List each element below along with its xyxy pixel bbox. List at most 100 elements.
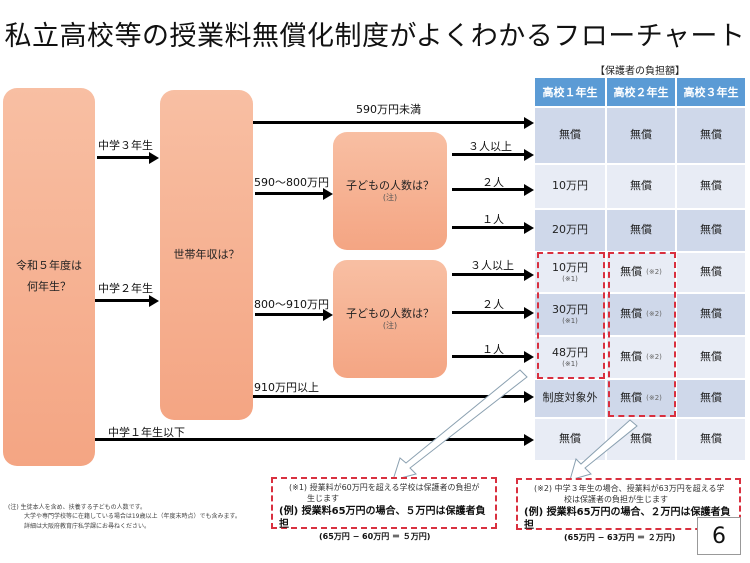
table-cell: 無償(※2) [607, 253, 675, 292]
cell-value: 無償 [620, 265, 643, 279]
edge-label-children-1-b: １人 [482, 343, 504, 356]
note1-text-line1: (※1) 授業料が60万円を超える学校は保護者の負担が [289, 483, 480, 492]
arrowhead-icon [149, 151, 159, 164]
arrowhead-icon [524, 350, 534, 363]
cell-value: 無償 [700, 128, 722, 142]
cell-note: (※2) [646, 353, 662, 362]
income-question-node: 世帯年収は？ [160, 90, 253, 420]
cell-value: 無償 [630, 223, 652, 237]
grade-question-line1: 令和５年度は [16, 259, 82, 273]
table-cell: 無償 [677, 165, 745, 208]
edge-line-children-1-a [452, 226, 525, 229]
edge-line-grade2 [95, 299, 149, 302]
edge-label-children-3plus-a: ３人以上 [468, 140, 512, 153]
cell-value: 無償 [620, 350, 643, 364]
cell-value: 制度対象外 [542, 391, 598, 405]
cell-note: (※1) [562, 316, 578, 325]
cell-value: 無償 [700, 265, 722, 279]
edge-line-income-under-590 [253, 121, 525, 124]
edge-label-children-2-b: ２人 [482, 298, 504, 311]
table-cell: 10万円 [535, 165, 605, 208]
table-cell: 無償(※2) [607, 380, 675, 417]
arrowhead-icon [524, 116, 534, 129]
cell-value: 無償 [700, 179, 722, 193]
cell-value: 無償 [630, 128, 652, 142]
edge-label-income-under-590: 590万円未満 [356, 103, 421, 116]
table-header-grade1: 高校１年生 [535, 78, 605, 106]
cell-value: 無償 [700, 223, 722, 237]
table-cell: 無償 [607, 210, 675, 251]
cell-value: 無償 [700, 391, 722, 405]
table-cell: 無償 [677, 337, 745, 378]
note1-highlight-box [537, 252, 605, 379]
edge-line-grade3 [97, 156, 149, 159]
footnote: (注) 生徒本人を含め、扶養する子どもの人数です。 大学や専門学校等に在籍してい… [8, 503, 241, 531]
arrowhead-icon [323, 187, 333, 200]
note2-calc: (65万円 − 63万円 ＝ ２万円) [564, 532, 676, 542]
children-question-note-2: (注) [382, 321, 398, 331]
arrowhead-icon [524, 390, 534, 403]
cell-value: 10万円 [552, 179, 588, 193]
cell-value: 無償 [630, 432, 652, 446]
note2-example: (例) 授業料65万円の場合、２万円は保護者負担 [524, 506, 731, 532]
income-question-label: 世帯年収は？ [173, 247, 240, 261]
table-cell: 20万円 [535, 210, 605, 251]
note1-text-line2: 生じます [307, 493, 339, 503]
cell-note: (※2) [646, 394, 662, 403]
table-cell: 無償 [607, 108, 675, 163]
arrowhead-icon [524, 183, 534, 196]
arrowhead-icon [524, 268, 534, 281]
cell-value: 無償 [700, 432, 722, 446]
footnote-line3: 詳細は大阪府教育庁私学課にお尋ねください。 [24, 522, 151, 530]
cell-value: 20万円 [552, 223, 588, 237]
cell-note: (※1) [562, 274, 578, 283]
edge-line-children-2-b [452, 311, 525, 314]
children-question-node-2: 子どもの人数は？ (注) [333, 260, 447, 378]
table-cell: 無償 [677, 294, 745, 335]
table-header-grade3: 高校３年生 [677, 78, 745, 106]
table-cell: 10万円(※1) [535, 253, 605, 292]
note2-text-line1: (※2) 中学３年生の場合、授業料が63万円を超える学 [534, 484, 725, 493]
cell-value: 無償 [620, 391, 643, 405]
table-cell: 制度対象外 [535, 380, 605, 417]
table-cell: 無償(※2) [607, 294, 675, 335]
table-cell: 無償 [677, 419, 745, 460]
table-caption: 【保護者の負担額】 [595, 66, 685, 77]
arrowhead-icon [149, 294, 159, 307]
cell-value: 無償 [559, 432, 581, 446]
note1-calc: (65万円 − 60万円 ＝ ５万円) [319, 531, 431, 541]
note1-callout: (※1) 授業料が60万円を超える学校は保護者の負担が 生じます (例) 授業料… [271, 477, 497, 541]
edge-label-children-3plus-b: ３人以上 [470, 259, 514, 272]
table-cell: 無償 [607, 165, 675, 208]
cell-value: 48万円 [552, 346, 588, 360]
edge-line-grade1-below [95, 438, 525, 441]
table-cell: 30万円(※1) [535, 294, 605, 335]
children-question-node-1: 子どもの人数は？ (注) [333, 132, 447, 250]
table-cell: 無償 [677, 380, 745, 417]
arrowhead-icon [524, 433, 534, 446]
cell-value: 30万円 [552, 303, 588, 317]
table-cell: 無償 [677, 253, 745, 292]
edge-line-income-800-910 [255, 313, 323, 316]
edge-line-children-1-b [452, 355, 525, 358]
note2-highlight-box [608, 252, 676, 417]
edge-label-grade1-below: 中学１年生以下 [108, 426, 185, 439]
edge-line-income-910-over [253, 395, 525, 398]
cell-note: (※2) [646, 268, 662, 277]
table-cell: 無償 [677, 210, 745, 251]
edge-label-income-910-over: 910万円以上 [254, 381, 319, 394]
edge-label-grade2: 中学２年生 [98, 282, 153, 295]
note1-example: (例) 授業料65万円の場合、５万円は保護者負担 [279, 505, 486, 531]
children-question-label-2: 子どもの人数は？ [346, 307, 434, 321]
cell-value: 無償 [630, 179, 652, 193]
cell-value: 無償 [559, 128, 581, 142]
cell-note: (※2) [646, 310, 662, 319]
footnote-line2: 大学や専門学校等に在籍している場合は19歳以上（年度末時点）でも含みます。 [24, 513, 241, 521]
footnote-line1: (注) 生徒本人を含め、扶養する子どもの人数です。 [8, 504, 146, 511]
arrowhead-icon [323, 308, 333, 321]
arrowhead-icon [524, 221, 534, 234]
edge-line-children-2-a [452, 188, 525, 191]
page-number: 6 [697, 517, 741, 555]
edge-label-children-2-a: ２人 [482, 176, 504, 189]
arrowhead-icon [524, 306, 534, 319]
